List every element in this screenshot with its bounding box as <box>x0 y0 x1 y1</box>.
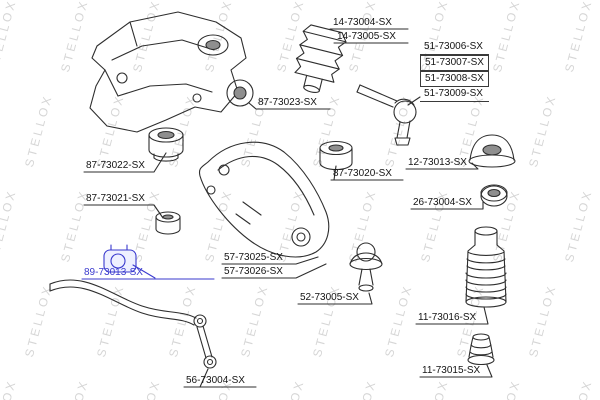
stabilizer-bushing-drawing <box>103 244 137 273</box>
stabilizer-bar-drawing <box>49 279 197 326</box>
bushing-87-73023-drawing <box>226 79 254 107</box>
subframe-drawing <box>89 11 247 133</box>
part-label-14-73004-sx[interactable]: 14-73004-SX <box>333 17 392 28</box>
steering-boot-drawing <box>294 24 347 94</box>
bushing-87-73020-drawing <box>319 140 353 171</box>
part-label-51-73008-sx[interactable]: 51-73008-SX <box>420 71 489 87</box>
part-label-26-73004-sx[interactable]: 26-73004-SX <box>413 197 472 208</box>
part-label-51-73009-sx[interactable]: 51-73009-SX <box>420 87 489 102</box>
bearing-drawing <box>480 184 508 207</box>
dust-boot-drawing <box>465 226 507 308</box>
part-label-52-73005-sx[interactable]: 52-73005-SX <box>300 292 359 303</box>
part-label-87-73021-sx[interactable]: 87-73021-SX <box>86 193 145 204</box>
part-label-87-73020-sx[interactable]: 87-73020-SX <box>333 168 392 179</box>
part-label-57-73026-sx[interactable]: 57-73026-SX <box>224 266 283 277</box>
part-label-87-73023-sx[interactable]: 87-73023-SX <box>258 97 317 108</box>
ball-joint-drawing <box>349 242 383 292</box>
part-label-89-73013-sx-selected[interactable]: 89-73013-SX <box>84 267 143 278</box>
tie-rod-label-stack: 51-73006-SX 51-73007-SX 51-73008-SX 51-7… <box>420 40 489 102</box>
tie-rod-end-drawing <box>356 84 417 146</box>
part-label-51-73006-sx[interactable]: 51-73006-SX <box>420 40 489 55</box>
part-label-12-73013-sx[interactable]: 12-73013-SX <box>408 157 467 168</box>
part-label-51-73007-sx[interactable]: 51-73007-SX <box>420 55 489 71</box>
bump-stop-drawing <box>467 333 495 366</box>
part-label-56-73004-sx[interactable]: 56-73004-SX <box>186 375 245 386</box>
part-label-57-73025-sx[interactable]: 57-73025-SX <box>224 252 283 263</box>
part-label-87-73022-sx[interactable]: 87-73022-SX <box>86 160 145 171</box>
part-label-11-73016-sx[interactable]: 11-73016-SX <box>418 312 477 323</box>
control-arm-drawing <box>198 141 330 258</box>
bushing-87-73022-drawing <box>148 127 184 162</box>
part-label-11-73015-sx[interactable]: 11-73015-SX <box>422 365 481 376</box>
bushing-87-73021-drawing <box>155 211 181 235</box>
part-label-14-73005-sx[interactable]: 14-73005-SX <box>337 31 396 42</box>
leader-lines <box>81 28 493 388</box>
strut-mount-drawing <box>468 134 516 168</box>
stabilizer-link-drawing <box>193 314 217 369</box>
